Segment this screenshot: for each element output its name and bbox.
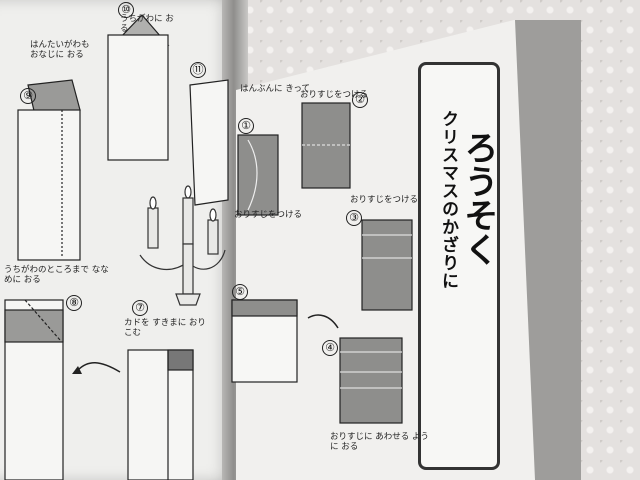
step-number-2: ② bbox=[352, 92, 368, 108]
note-step-1: おりすじをつける bbox=[234, 210, 303, 220]
arrow-left-icon bbox=[77, 362, 121, 373]
note-step-9: はんたいがわも おなじに おる bbox=[30, 40, 90, 60]
step-number-7: ⑦ bbox=[132, 300, 148, 316]
top-note: はんぶんに きって bbox=[240, 84, 310, 94]
title-sub: ろうそく bbox=[458, 130, 498, 266]
step-number-9: ⑨ bbox=[20, 88, 36, 104]
step-number-10: ⑩ bbox=[118, 2, 134, 18]
diagram-step-3 bbox=[361, 219, 413, 311]
diagram-step-10 bbox=[107, 14, 170, 161]
note-step-4: おりすじに あわせる ように おる bbox=[330, 432, 429, 452]
diagram-step-11 bbox=[189, 79, 229, 206]
title-panel bbox=[418, 62, 500, 470]
diagram-step-7 bbox=[127, 349, 194, 480]
arrow-curve-icon bbox=[307, 314, 339, 329]
note-step-3: おりすじをつける bbox=[350, 195, 419, 205]
step-number-4: ④ bbox=[322, 340, 338, 356]
note-step-7: カドを すきまに おりこむ bbox=[124, 318, 206, 338]
step-number-1: ① bbox=[238, 118, 254, 134]
step-number-5: ⑤ bbox=[232, 284, 248, 300]
title-main: クリスマスのかざりに bbox=[438, 110, 458, 290]
diagram-step-5 bbox=[231, 299, 298, 383]
diagram-step-1 bbox=[237, 134, 279, 216]
diagram-step-2 bbox=[301, 102, 351, 189]
note-step-10: うちがわに おる bbox=[120, 14, 174, 34]
step-number-3: ③ bbox=[346, 210, 362, 226]
candelabra-illustration bbox=[139, 185, 226, 306]
step-number-8: ⑧ bbox=[66, 295, 82, 311]
note-step-8: うちがわのところまで ななめに おる bbox=[4, 265, 109, 285]
arrow-head-icon bbox=[72, 366, 82, 374]
diagram-step-9 bbox=[17, 79, 81, 261]
diagram-step-8 bbox=[4, 299, 64, 480]
step-number-11: ⑪ bbox=[190, 62, 206, 78]
note-step-2: おりすじをつける bbox=[300, 90, 369, 100]
diagram-step-4 bbox=[339, 337, 403, 424]
